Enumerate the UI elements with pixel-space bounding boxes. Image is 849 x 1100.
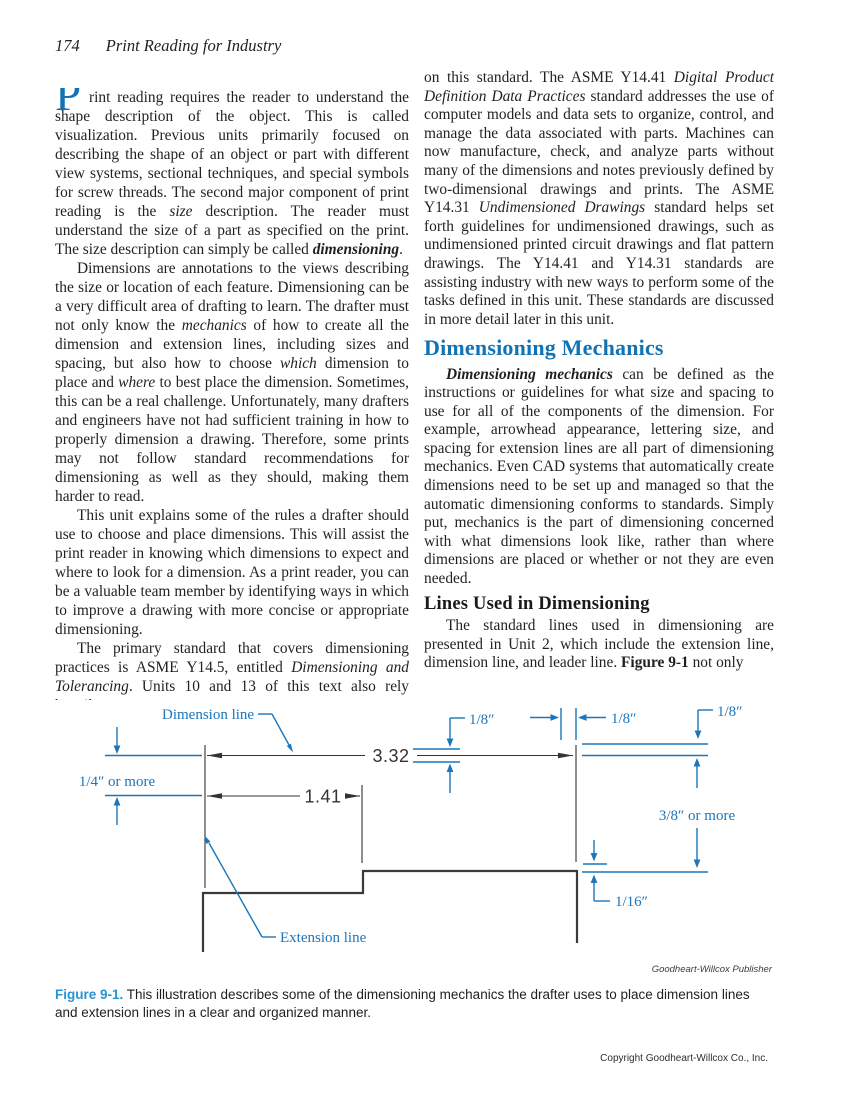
- arrowhead: [558, 752, 573, 759]
- right-column: on this standard. The ASME Y14.41 Digita…: [424, 69, 774, 699]
- paragraph: The standard lines used in dimensioning …: [424, 616, 774, 672]
- dimension-value-141: 1.41: [304, 787, 341, 807]
- arrowhead: [207, 793, 222, 799]
- three-eighths-label: 3/8″ or more: [659, 808, 736, 824]
- annotation-lines: [105, 708, 713, 938]
- dimension-value-332: 3.32: [372, 746, 409, 766]
- paragraph: The primary standard that covers dimensi…: [55, 640, 409, 700]
- object-outline: [201, 869, 579, 952]
- dimension-lines: [207, 752, 573, 799]
- figure-9-1-drawing: 3.32 1.41: [48, 695, 808, 980]
- sub-heading: Lines Used in Dimensioning: [424, 593, 650, 614]
- extension-lines: [204, 745, 577, 888]
- copyright-line: Copyright Goodheart-Willcox Co., Inc.: [600, 1053, 768, 1064]
- drop-cap: P: [55, 88, 82, 121]
- eighth-label-3: 1/8″: [717, 704, 742, 720]
- eighth-label-2: 1/8″: [611, 711, 636, 727]
- eighth-label-1: 1/8″: [469, 712, 494, 728]
- arrowhead: [345, 793, 360, 799]
- figure-caption: Figure 9-1. This illustration describes …: [55, 986, 761, 1022]
- paragraph: on this standard. The ASME Y14.41 Digita…: [424, 69, 774, 328]
- page-number: 174: [55, 36, 80, 55]
- quarter-or-more-label: 1/4″ or more: [79, 774, 156, 790]
- dimension-line-label: Dimension line: [162, 707, 254, 723]
- arrowhead: [207, 752, 222, 759]
- paragraph: This unit explains some of the rules a d…: [55, 507, 409, 638]
- annotation-arrowheads: [113, 714, 702, 883]
- extension-line-label: Extension line: [280, 930, 367, 946]
- paragraph: Dimensions are annotations to the views …: [55, 260, 409, 505]
- running-head: 174 Print Reading for Industry: [55, 36, 281, 56]
- figure-caption-text: This illustration describes some of the …: [55, 987, 750, 1020]
- sixteenth-label: 1/16″: [615, 894, 648, 910]
- figure-caption-label: Figure 9-1.: [55, 987, 124, 1002]
- section-heading: Dimensioning Mechanics: [424, 335, 664, 361]
- book-title: Print Reading for Industry: [105, 36, 282, 55]
- figure-credit: Goodheart-Willcox Publisher: [651, 964, 772, 975]
- paragraph: Dimensioning mechanics can be defined as…: [424, 365, 774, 588]
